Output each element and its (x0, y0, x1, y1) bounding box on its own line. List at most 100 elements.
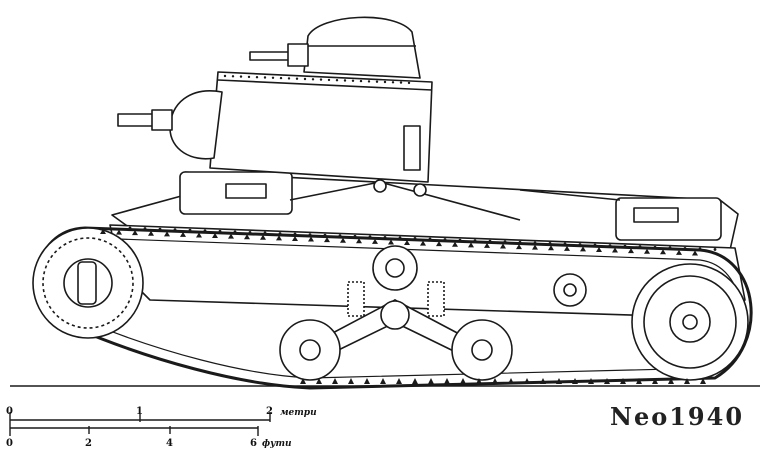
track-tooth (444, 378, 450, 384)
track-tooth (668, 378, 674, 384)
track-tooth (588, 378, 594, 384)
track-tooth (484, 242, 490, 248)
track-tooth (364, 378, 370, 384)
fender-box-front-slot (225, 183, 267, 199)
track-tooth (436, 241, 442, 247)
rivet (287, 77, 291, 80)
rivet (233, 230, 237, 234)
track-tooth (652, 378, 658, 384)
track-tooth (180, 231, 186, 237)
bolt-boss-2 (413, 183, 427, 197)
road-wheel-right-hub (471, 339, 493, 361)
rivet (143, 227, 147, 230)
track-tooth (660, 249, 666, 255)
rivet (223, 74, 227, 78)
track-tooth (676, 249, 682, 255)
rivet (443, 238, 447, 241)
rivet (398, 236, 402, 240)
rivet (428, 237, 432, 241)
track-tooth (644, 248, 650, 254)
track-tooth (412, 378, 418, 384)
fender-box-rear-slot (633, 207, 679, 223)
scale-imperial-unit: фути (262, 439, 292, 449)
track-tooth (532, 244, 538, 250)
scale-bar (9, 412, 271, 436)
rivet (668, 246, 672, 250)
track-tooth (452, 241, 458, 247)
bolt-boss-1 (373, 179, 387, 193)
rivet-row (128, 74, 717, 251)
rivet (335, 79, 339, 82)
track-tooth (196, 232, 202, 238)
rivet (263, 231, 267, 235)
track-tooth (228, 233, 234, 239)
track-tooth (500, 243, 506, 249)
rivet (158, 227, 162, 231)
track-tooth (348, 378, 354, 384)
rivet (351, 79, 355, 83)
rivet (383, 235, 387, 239)
spring-left (347, 281, 365, 317)
track-tooth (628, 248, 634, 254)
track-tooth (372, 238, 378, 244)
rivet (548, 242, 552, 245)
rivet (608, 244, 612, 248)
track-tooth (332, 378, 338, 384)
track-tooth (340, 237, 346, 243)
track-tooth (468, 242, 474, 248)
track-tooth (420, 240, 426, 246)
rivet (653, 245, 657, 249)
track-tooth (508, 378, 514, 384)
rivet (279, 76, 283, 80)
track-tooth (524, 378, 530, 384)
main-gun-collar (151, 109, 173, 131)
track-tooth (324, 237, 330, 243)
rivet (383, 80, 387, 84)
track-tooth (380, 378, 386, 384)
rivet (319, 78, 323, 81)
rivet (698, 247, 702, 251)
rivet (203, 229, 207, 233)
rivet (247, 75, 251, 79)
rivet (343, 79, 347, 82)
track-tooth (604, 378, 610, 384)
rivet (303, 77, 307, 81)
idler-wheel-center (682, 314, 698, 330)
rivet (473, 239, 477, 243)
track-tooth (460, 378, 466, 384)
scale-imperial-tick-6: 6 (250, 438, 257, 449)
strut-2 (519, 189, 621, 201)
track-tooth (580, 246, 586, 252)
cupola-mg-barrel (249, 51, 291, 61)
track-tooth (300, 378, 306, 384)
track-tooth (572, 378, 578, 384)
rivet (683, 246, 687, 250)
main-gun-barrel (117, 113, 157, 127)
rivet (563, 242, 567, 246)
tank-illustration (32, 16, 753, 390)
rivet (368, 235, 372, 239)
rivet (128, 226, 132, 230)
track-tooth (396, 378, 402, 384)
bogie-pivot-lower (380, 300, 410, 330)
rivet (263, 76, 267, 79)
scale-metric-tick-1: 1 (136, 406, 143, 417)
track-tooth (476, 378, 482, 384)
track-tooth (148, 230, 154, 236)
turret-hatch (403, 125, 421, 171)
rivet (188, 228, 192, 232)
rivet (391, 81, 395, 84)
track-tooth (116, 229, 122, 235)
road-wheel-left-hub (299, 339, 321, 361)
rivet (593, 243, 597, 247)
rivet (239, 75, 243, 78)
track-tooth (244, 234, 250, 240)
rivet (271, 76, 275, 80)
track-tooth (700, 378, 706, 384)
track-tooth (276, 235, 282, 241)
rivet (248, 231, 252, 234)
cupola (303, 16, 421, 79)
scale-imperial-tick-0: 0 (6, 438, 13, 449)
track-tooth (684, 378, 690, 384)
